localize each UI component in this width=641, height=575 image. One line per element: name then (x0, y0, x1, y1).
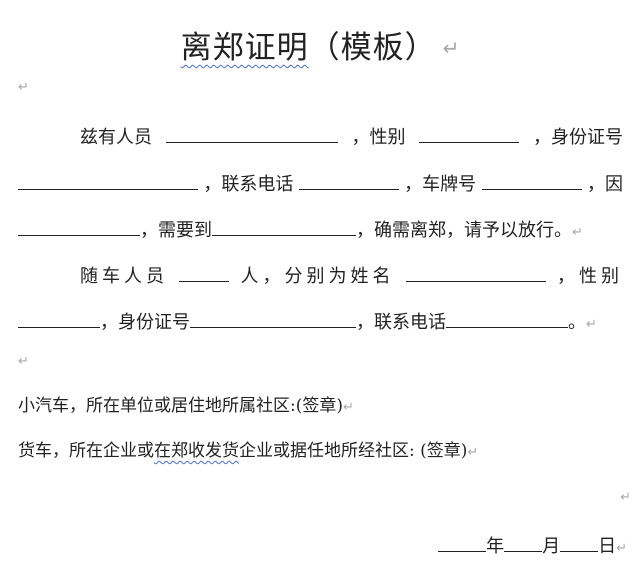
paragraph-mark-icon: ↵ (343, 400, 354, 415)
date-line: 年 月 日↵ (438, 532, 627, 558)
blank-plate[interactable] (481, 171, 582, 190)
blank-passenger-gender[interactable] (18, 309, 100, 328)
para2-line2: ，身份证号 ，联系电话 。↵ (18, 309, 623, 336)
para1-line2: ，联系电话 ，车牌号 ，因 (18, 171, 623, 196)
text-year: 年 (486, 536, 505, 557)
paragraph-mark-icon: ↵ (18, 354, 29, 369)
blank-year[interactable] (438, 533, 487, 552)
blank-passenger-names[interactable] (405, 263, 546, 282)
truck-text-c: 企业或据任地所经社区: (签章) (239, 441, 468, 461)
paragraph-mark-icon: ↵ (442, 36, 461, 60)
truck-text-a: 货车，所在企业或 (18, 441, 154, 461)
text-passengers: 随车人员 (80, 266, 168, 287)
text-id: ，身份证号 (533, 127, 623, 148)
blank-passenger-id[interactable] (190, 309, 356, 328)
text-gender: ，性别 (351, 127, 406, 148)
blank-id-number[interactable] (18, 171, 198, 190)
blank-passenger-count[interactable] (179, 263, 230, 282)
car-line: 小汽车，所在单位或居住地所属社区:(签章)↵ (18, 395, 623, 419)
text-period: 。 (568, 312, 586, 333)
text-gender-2: ，性别 (557, 266, 623, 287)
truck-line: 货车，所在企业或在郑收发货企业或据任地所经社区: (签章)↵ (18, 440, 623, 464)
paragraph-mark-icon: ↵ (586, 317, 597, 332)
blank-day[interactable] (560, 533, 599, 552)
document-title: 离郑证明（模板）↵ (0, 22, 641, 67)
text-release: ，确需离郑，请予以放行。 (356, 220, 572, 241)
text-phone: ，联系电话 (203, 174, 294, 195)
text-because: ，因 (586, 174, 623, 195)
text-plate: ，车牌号 (404, 174, 477, 195)
paragraph-mark-icon: ↵ (18, 80, 29, 95)
paragraph-mark-icon: ↵ (620, 490, 631, 505)
blank-month[interactable] (504, 533, 543, 552)
top-paragraph-mark: ˇ (318, 0, 324, 8)
text-names: 人，分别为姓名 (240, 266, 395, 287)
text-day: 日 (598, 536, 617, 557)
blank-gender[interactable] (419, 124, 520, 143)
text-staff: 兹有人员 (80, 127, 152, 148)
text-need-to: ，需要到 (140, 220, 212, 241)
blank-reason[interactable] (18, 217, 140, 236)
blank-name[interactable] (165, 124, 338, 143)
text-month: 月 (542, 536, 561, 557)
car-stamp-text: 小汽车，所在单位或居住地所属社区:(签章) (18, 396, 343, 416)
para2-line1: 随车人员 人，分别为姓名 ，性别 (18, 263, 623, 288)
paragraph-mark-icon: ↵ (467, 445, 479, 460)
text-phone-2: ，联系电话 (356, 312, 446, 333)
title-main: 离郑证明 (180, 30, 309, 66)
para1-line3: ，需要到 ，确需离郑，请予以放行。↵ (18, 217, 623, 244)
blank-destination[interactable] (212, 217, 356, 236)
paragraph-mark-icon: ↵ (616, 541, 627, 556)
para1-line1: 兹有人员 ，性别 ，身份证号 (18, 124, 623, 149)
blank-passenger-phone[interactable] (446, 309, 568, 328)
blank-phone[interactable] (298, 171, 399, 190)
truck-text-b: 在郑收发货 (154, 441, 239, 461)
paragraph-mark-icon: ↵ (572, 225, 583, 240)
text-id-2: ，身份证号 (100, 312, 190, 333)
title-paren: （模板） (308, 30, 437, 66)
